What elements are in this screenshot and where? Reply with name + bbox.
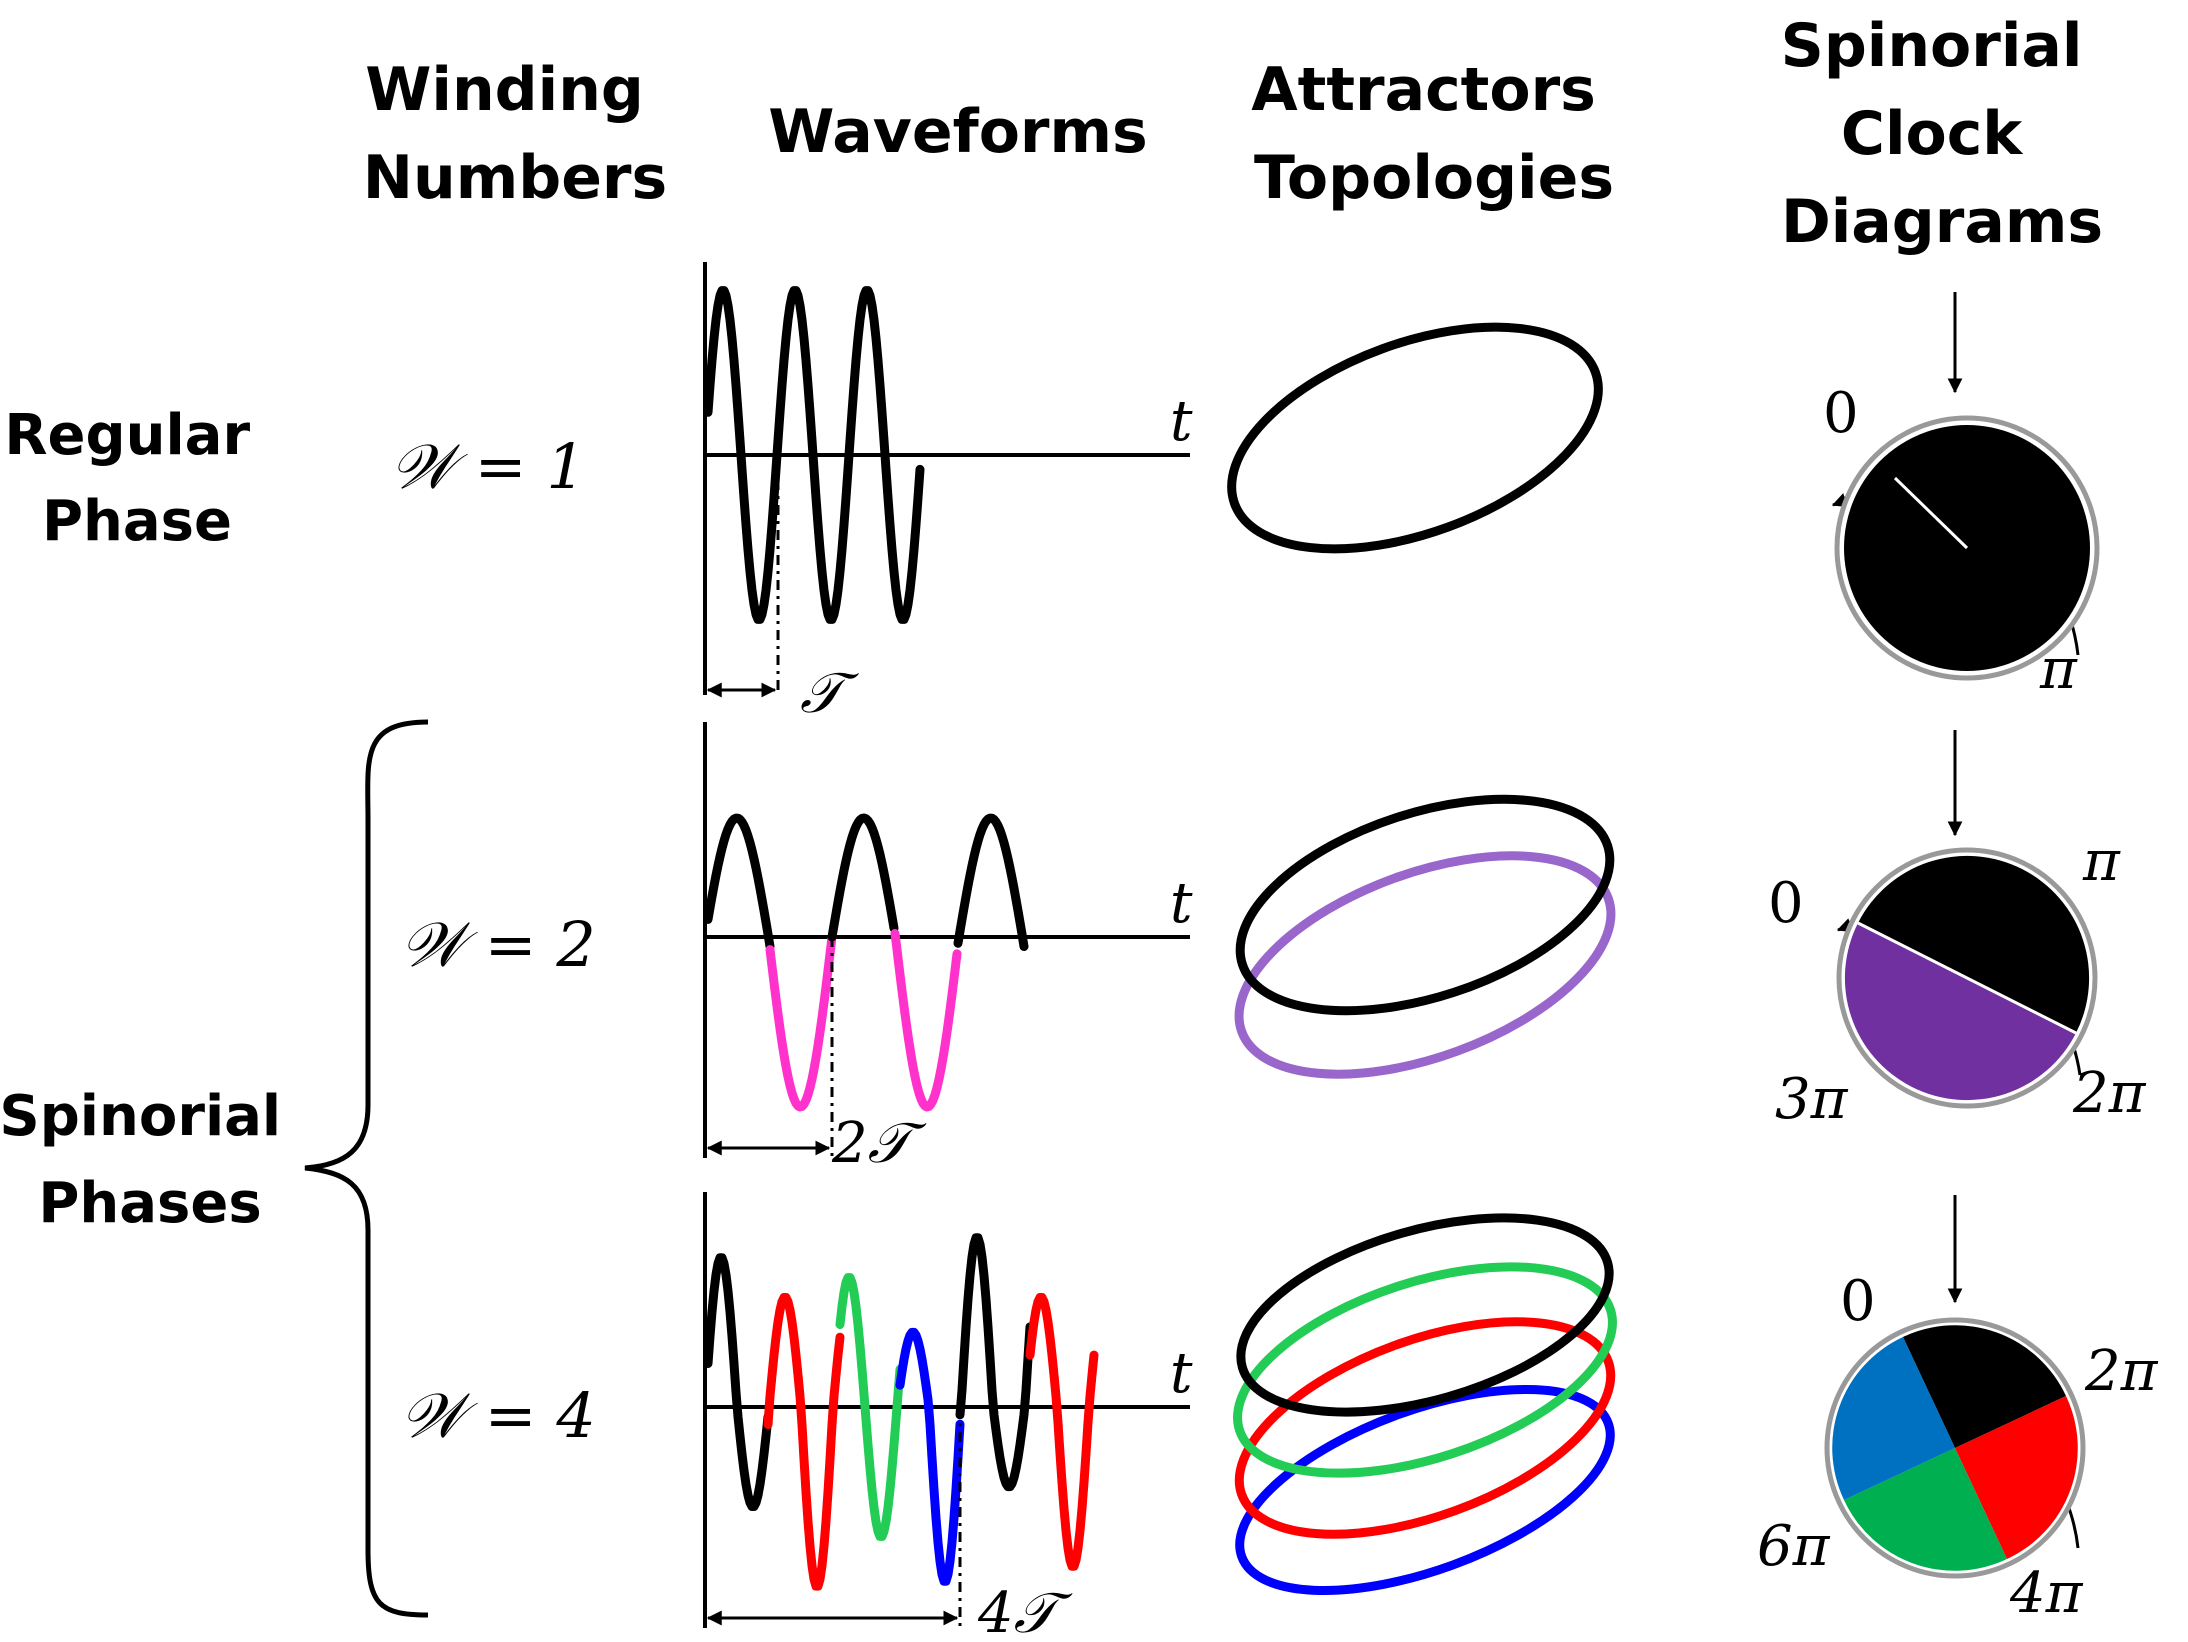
waveform-row-1: t 𝒯	[703, 262, 1193, 726]
clock-1-hand	[1893, 476, 1969, 550]
waveform-1-period-label: 𝒯	[800, 661, 859, 726]
waveform-2-segment-2	[765, 932, 837, 1112]
attractor-row-2	[1234, 794, 1616, 1079]
attractor-3-loop-black	[1236, 1213, 1614, 1417]
clock-3-sector-green	[1844, 1448, 2007, 1571]
regular-phase-label: Regular Phase	[4, 403, 269, 554]
winding-label-4: 𝒲 = 4	[400, 1379, 596, 1452]
waveform-3-segment-4	[895, 1327, 965, 1586]
clock-3-label-2pi: 2π	[2084, 1339, 2159, 1404]
waveform-2-t-label: t	[1170, 871, 1193, 936]
waveform-3-t-label: t	[1170, 1341, 1193, 1406]
waveform-3-curve	[703, 1233, 1099, 1591]
attractor-row-3	[1233, 1213, 1617, 1595]
clock-3-label-6pi: 6π	[1757, 1514, 1831, 1579]
clock-2-sector-black	[1858, 855, 2090, 1033]
waveform-2-segment-3	[827, 813, 899, 942]
winding-label-1: 𝒲 = 1	[390, 430, 586, 503]
waveform-2-curve	[703, 813, 1029, 1112]
attractor-3-loop-red	[1234, 1317, 1616, 1539]
waveform-2-period-label: 2𝒯	[831, 1111, 927, 1176]
waveform-row-2: t 2𝒯	[703, 722, 1193, 1176]
waveform-1-t-label: t	[1170, 389, 1193, 454]
waveform-3-segment-6	[1025, 1293, 1099, 1571]
clock-3-sector-black	[1903, 1325, 2066, 1448]
header-winding-numbers: Winding Numbers	[363, 55, 667, 213]
clock-2-label-3pi: 3π	[1775, 1067, 1849, 1132]
waveform-1-segment-black	[703, 286, 925, 624]
waveform-1-curve	[703, 286, 925, 624]
waveform-3-segment-1	[703, 1253, 773, 1511]
spinorial-phases-label: Spinorial Phases	[0, 1084, 301, 1236]
clock-3-sector-red	[1955, 1396, 2078, 1559]
clock-2-sector-purple	[1844, 923, 2076, 1101]
header-attractors-topologies: Attractors Topologies	[1251, 55, 1617, 213]
spinorial-brace	[304, 719, 429, 1618]
clock-3-sector-blue	[1832, 1337, 1955, 1500]
waveform-2-segment-1	[703, 813, 775, 951]
clock-row-2: 0 π 2π 3π	[1768, 730, 2147, 1132]
clock-row-3: 0 2π 4π 6π	[1757, 1195, 2159, 1626]
header-waveforms: Waveforms	[768, 97, 1147, 167]
waveform-3-segment-2	[763, 1293, 845, 1591]
waveform-row-3: t 4𝒯	[703, 1192, 1193, 1642]
attractor-1-loop-black	[1227, 322, 1603, 554]
clock-2-divider	[1857, 921, 2077, 1035]
header-spinorial-clock-diagrams: Spinorial Clock Diagrams	[1781, 11, 2104, 257]
clock-1-label-pi: π	[2039, 637, 2078, 702]
clock-row-1: 0 π	[1823, 292, 2100, 702]
clock-2-label-0: 0	[1768, 871, 1804, 936]
attractor-2-loop-black	[1235, 794, 1615, 1016]
clock-3-label-0: 0	[1840, 1269, 1876, 1334]
waveform-2-segment-5	[953, 813, 1029, 951]
waveform-3-segment-3	[835, 1273, 905, 1541]
clock-2-label-2pi: 2π	[2072, 1061, 2147, 1126]
attractor-3-loop-green	[1233, 1262, 1617, 1478]
attractor-row-1	[1227, 322, 1603, 554]
waveform-3-segment-5	[955, 1233, 1035, 1492]
attractor-3-loop-blue	[1235, 1385, 1615, 1595]
clock-1-label-0: 0	[1823, 381, 1859, 446]
attractor-2-loop-purple	[1234, 851, 1616, 1079]
clock-3-label-4pi: 4π	[2009, 1561, 2084, 1626]
clock-2-label-pi: π	[2082, 829, 2121, 894]
winding-label-2: 𝒲 = 2	[400, 908, 596, 981]
waveform-3-period-label: 4𝒯	[977, 1581, 1073, 1642]
waveform-2-segment-4	[890, 929, 962, 1112]
